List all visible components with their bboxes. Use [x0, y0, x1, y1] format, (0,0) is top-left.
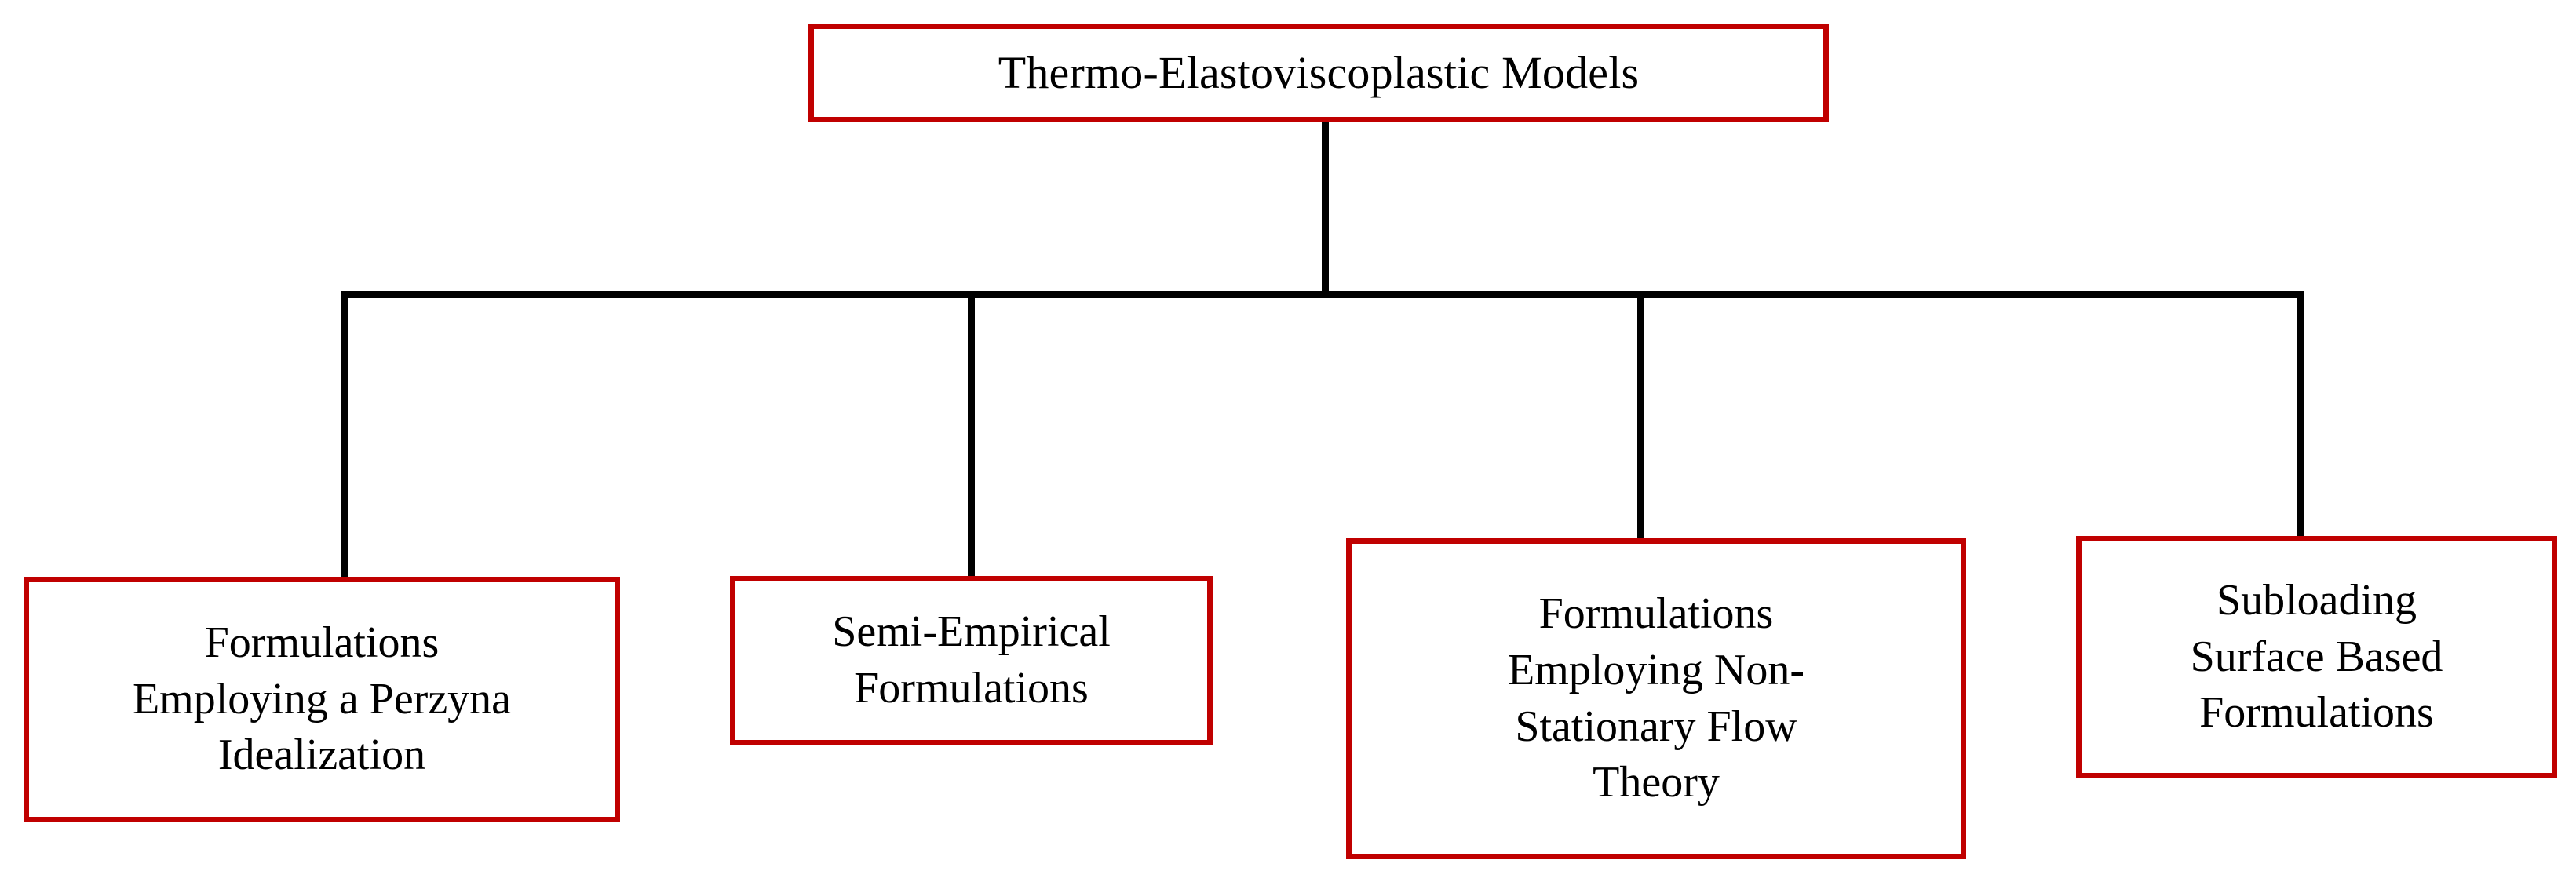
node-leaf-2-label: Formulations Employing Non- Stationary F…: [1508, 589, 1804, 807]
node-leaf-3-label: Subloading Surface Based Formulations: [2190, 575, 2443, 738]
node-root-label: Thermo-Elastoviscoplastic Models: [998, 47, 1640, 99]
node-leaf-1-label: Semi-Empirical Formulations: [832, 607, 1111, 713]
node-root[interactable]: Thermo-Elastoviscoplastic Models: [808, 24, 1829, 122]
connector-drop-to-leaf-0: [341, 291, 348, 578]
node-leaf-0-label: Formulations Employing a Perzyna Idealiz…: [132, 618, 512, 780]
node-leaf-semi-empirical-formulations[interactable]: Semi-Empirical Formulations: [730, 576, 1213, 745]
connector-drop-to-leaf-1: [968, 291, 975, 578]
connector-drop-to-leaf-3: [2297, 291, 2304, 538]
node-leaf-non-stationary-flow-theory[interactable]: Formulations Employing Non- Stationary F…: [1346, 538, 1966, 859]
node-leaf-subloading-surface-based[interactable]: Subloading Surface Based Formulations: [2076, 536, 2557, 778]
connector-horizontal-bus: [341, 291, 2304, 298]
connector-root-trunk: [1322, 122, 1329, 297]
node-leaf-perzyna-formulations[interactable]: Formulations Employing a Perzyna Idealiz…: [24, 577, 620, 822]
connector-drop-to-leaf-2: [1637, 291, 1644, 541]
